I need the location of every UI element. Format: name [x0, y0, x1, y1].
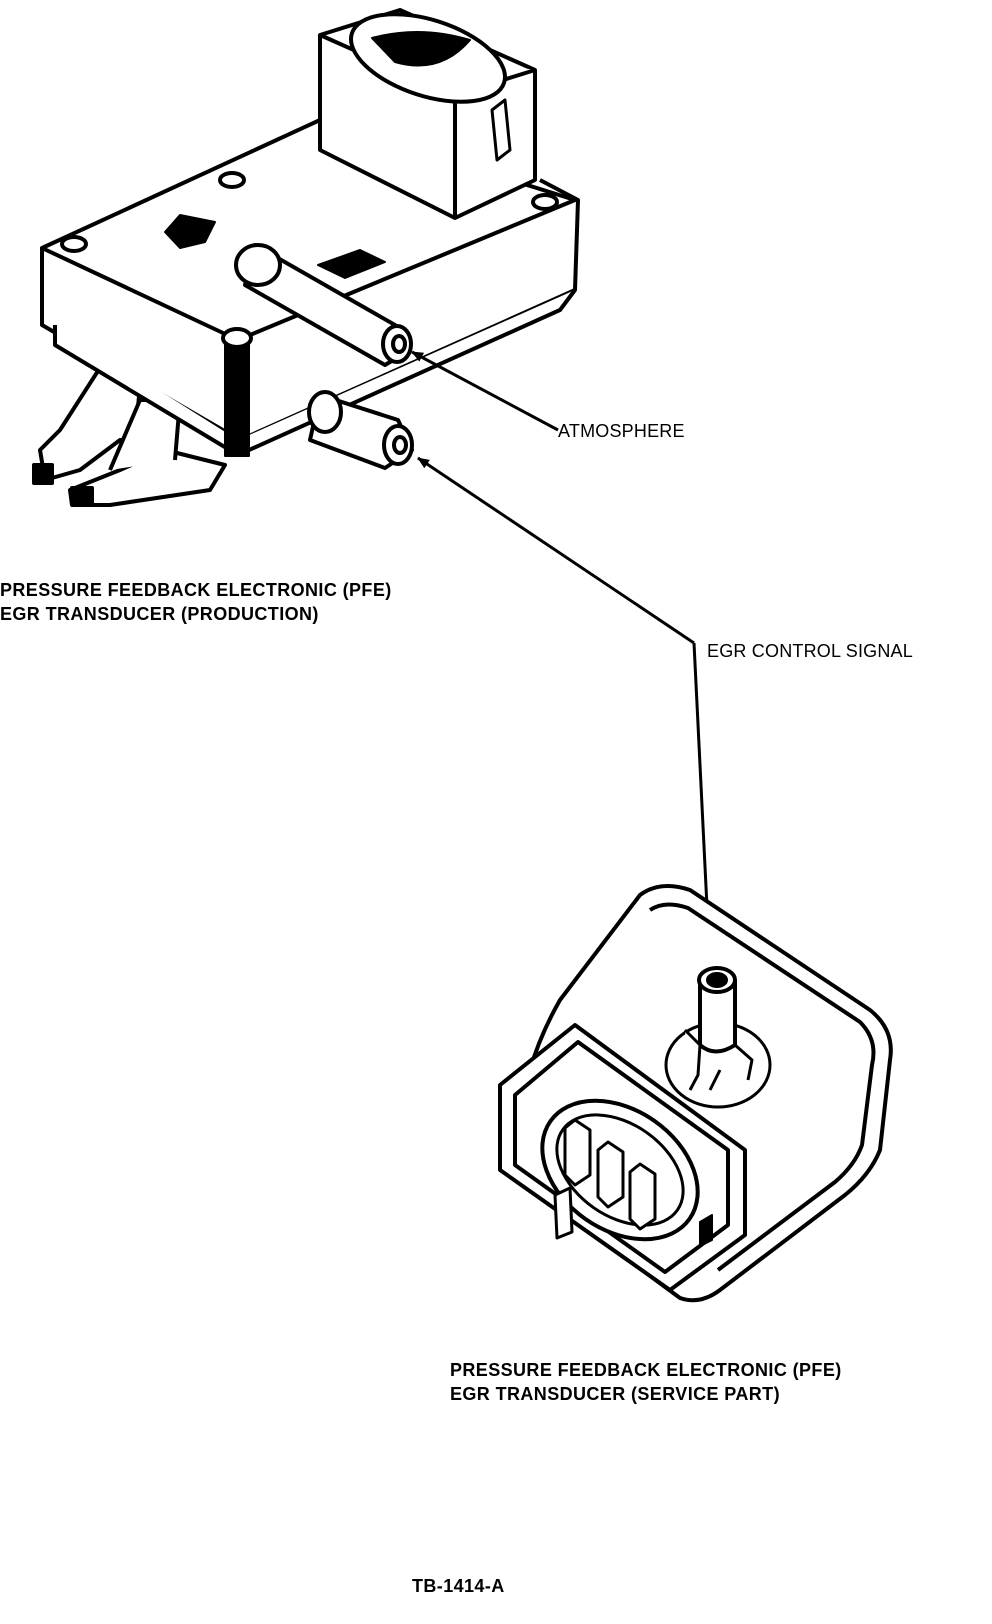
production-caption-line1: PRESSURE FEEDBACK ELECTRONIC (PFE)	[0, 580, 392, 600]
service-transducer	[498, 884, 893, 1303]
figure-id: TB-1414-A	[412, 1576, 505, 1596]
egr-control-signal-label: EGR CONTROL SIGNAL	[707, 641, 913, 661]
atmosphere-leader-arrow	[411, 350, 559, 432]
service-caption-line2: EGR TRANSDUCER (SERVICE PART)	[450, 1384, 780, 1404]
production-caption-line2: EGR TRANSDUCER (PRODUCTION)	[0, 604, 319, 624]
production-transducer	[32, 8, 580, 507]
signal-leader-arrow-production	[417, 456, 695, 645]
leader-lines	[411, 350, 715, 969]
atmosphere-label: ATMOSPHERE	[558, 421, 685, 441]
service-caption-line1: PRESSURE FEEDBACK ELECTRONIC (PFE)	[450, 1360, 842, 1380]
